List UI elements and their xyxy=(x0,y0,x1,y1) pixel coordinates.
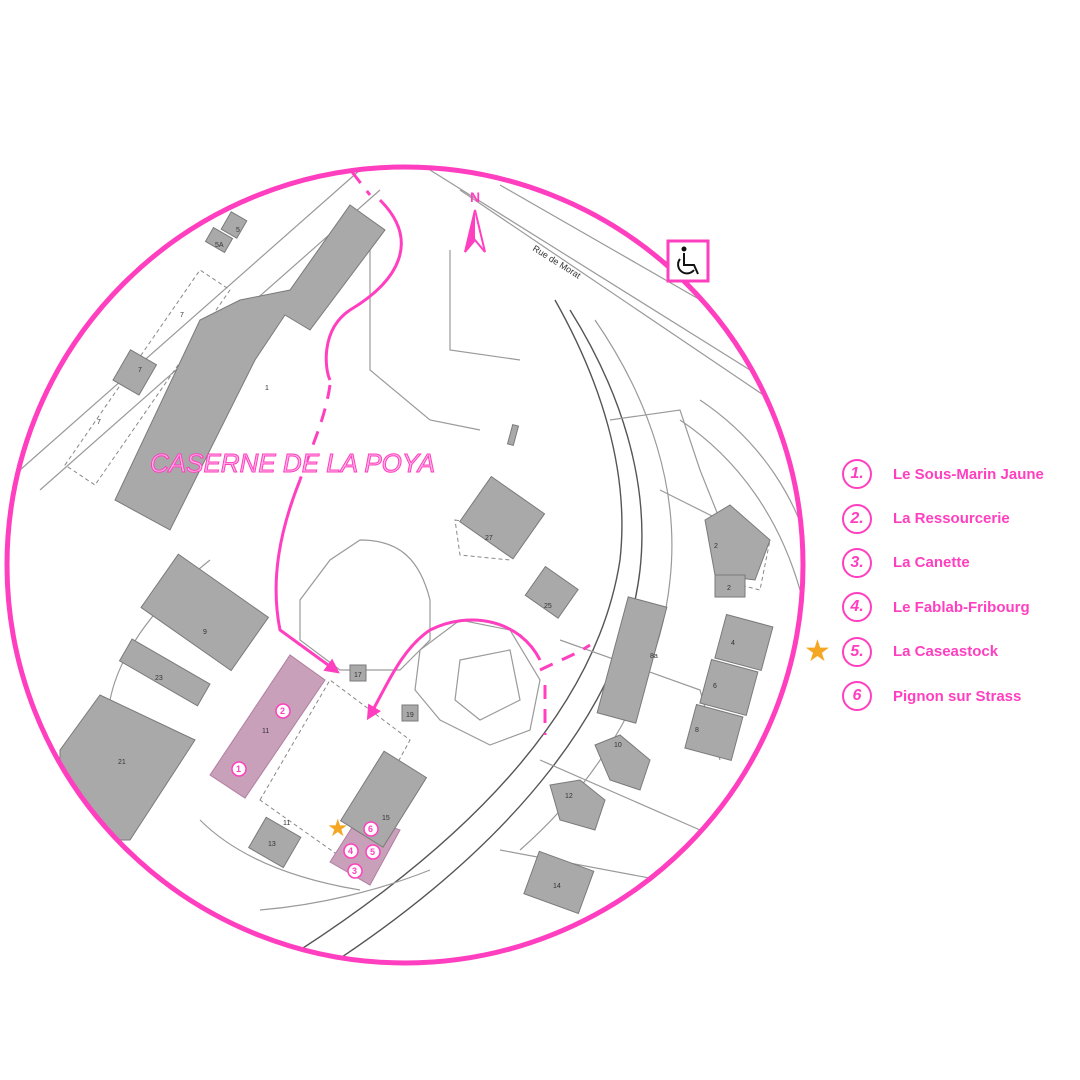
legend: 1. Le Sous-Marin Jaune 2. La Ressourceri… xyxy=(804,452,1078,718)
svg-text:5: 5 xyxy=(370,847,375,857)
building-number: 19 xyxy=(406,712,414,719)
star-icon: ★ xyxy=(804,634,831,668)
building-number: 17 xyxy=(354,672,362,679)
legend-number: 6 xyxy=(842,681,872,712)
legend-item-6: 6 Pignon sur Strass xyxy=(838,674,1078,718)
building-number: 7 xyxy=(97,419,101,426)
building-number: 23 xyxy=(155,675,163,682)
building-number: 8a xyxy=(650,653,658,660)
building-number: 6 xyxy=(713,683,717,690)
map-marker-6: 6 xyxy=(363,821,379,837)
building-number: 8 xyxy=(695,727,699,734)
legend-number: 3. xyxy=(842,547,872,578)
building-number: 7 xyxy=(180,312,184,319)
map-frame xyxy=(4,164,806,966)
legend-label: La Ressourcerie xyxy=(893,510,1010,528)
map-content: 5 5A 1 7 7 7 9 23 21 11 11 13 15 17 19 2… xyxy=(19,169,803,963)
building-numbers: 5 5A 1 7 7 7 9 23 21 11 11 13 15 17 19 2… xyxy=(97,227,735,890)
building-number: 27 xyxy=(485,535,493,542)
legend-label: La Caseastock xyxy=(893,643,999,661)
building-number: 14 xyxy=(553,883,561,890)
legend-item-3: 3. La Canette xyxy=(838,541,1078,585)
building-number: 5 xyxy=(236,227,240,234)
svg-text:1: 1 xyxy=(236,764,241,774)
walking-routes xyxy=(274,171,591,735)
buildings xyxy=(59,204,774,915)
legend-number: 5. xyxy=(842,636,872,667)
building-number: 12 xyxy=(565,793,573,800)
svg-text:4: 4 xyxy=(348,846,353,856)
legend-label: Pignon sur Strass xyxy=(893,687,1022,705)
map-marker-3: 3 xyxy=(347,863,363,879)
legend-number: 1. xyxy=(842,459,872,490)
building-number: 2 xyxy=(727,585,731,592)
legend-number: 2. xyxy=(842,503,872,534)
building-number: 2 xyxy=(714,543,718,550)
svg-text:3: 3 xyxy=(352,866,357,876)
north-label: N xyxy=(470,189,480,205)
legend-item-4: 4. Le Fablab-Fribourg xyxy=(838,585,1078,629)
wheelchair-icon xyxy=(666,239,710,283)
star-icon: ★ xyxy=(327,815,349,842)
north-arrow-icon: N xyxy=(464,189,486,253)
building-number: 5A xyxy=(215,242,224,249)
building-number: 25 xyxy=(544,603,552,610)
svg-text:2: 2 xyxy=(280,706,285,716)
legend-label: La Canette xyxy=(893,554,970,572)
building-number: 10 xyxy=(614,742,622,749)
legend-item-2: 2. La Ressourcerie xyxy=(838,496,1078,540)
legend-item-1: 1. Le Sous-Marin Jaune xyxy=(838,452,1078,496)
map-marker-4: 4 xyxy=(343,843,359,859)
building-number: 7 xyxy=(138,367,142,374)
legend-item-5: ★ 5. La Caseastock xyxy=(804,630,1078,674)
legend-label: Le Fablab-Fribourg xyxy=(893,598,1030,616)
building-number: 21 xyxy=(118,759,126,766)
map-marker-5: 5 xyxy=(365,844,381,860)
building-number: 11 xyxy=(262,728,269,735)
building-number: 15 xyxy=(382,815,390,822)
building-number: 11 xyxy=(283,820,290,827)
map-marker-1: 1 xyxy=(231,761,247,777)
legend-number: 4. xyxy=(842,592,872,623)
building-number: 9 xyxy=(203,629,207,636)
svg-text:6: 6 xyxy=(368,824,373,834)
building-number: 13 xyxy=(268,841,276,848)
legend-label: Le Sous-Marin Jaune xyxy=(893,465,1044,483)
map-title: CASERNE DE LA POYA xyxy=(150,448,435,478)
building-number: 4 xyxy=(731,640,735,647)
building-number: 1 xyxy=(265,385,269,392)
map-marker-2: 2 xyxy=(275,703,291,719)
map-markers: 2 1 6 4 5 3 xyxy=(231,703,381,879)
